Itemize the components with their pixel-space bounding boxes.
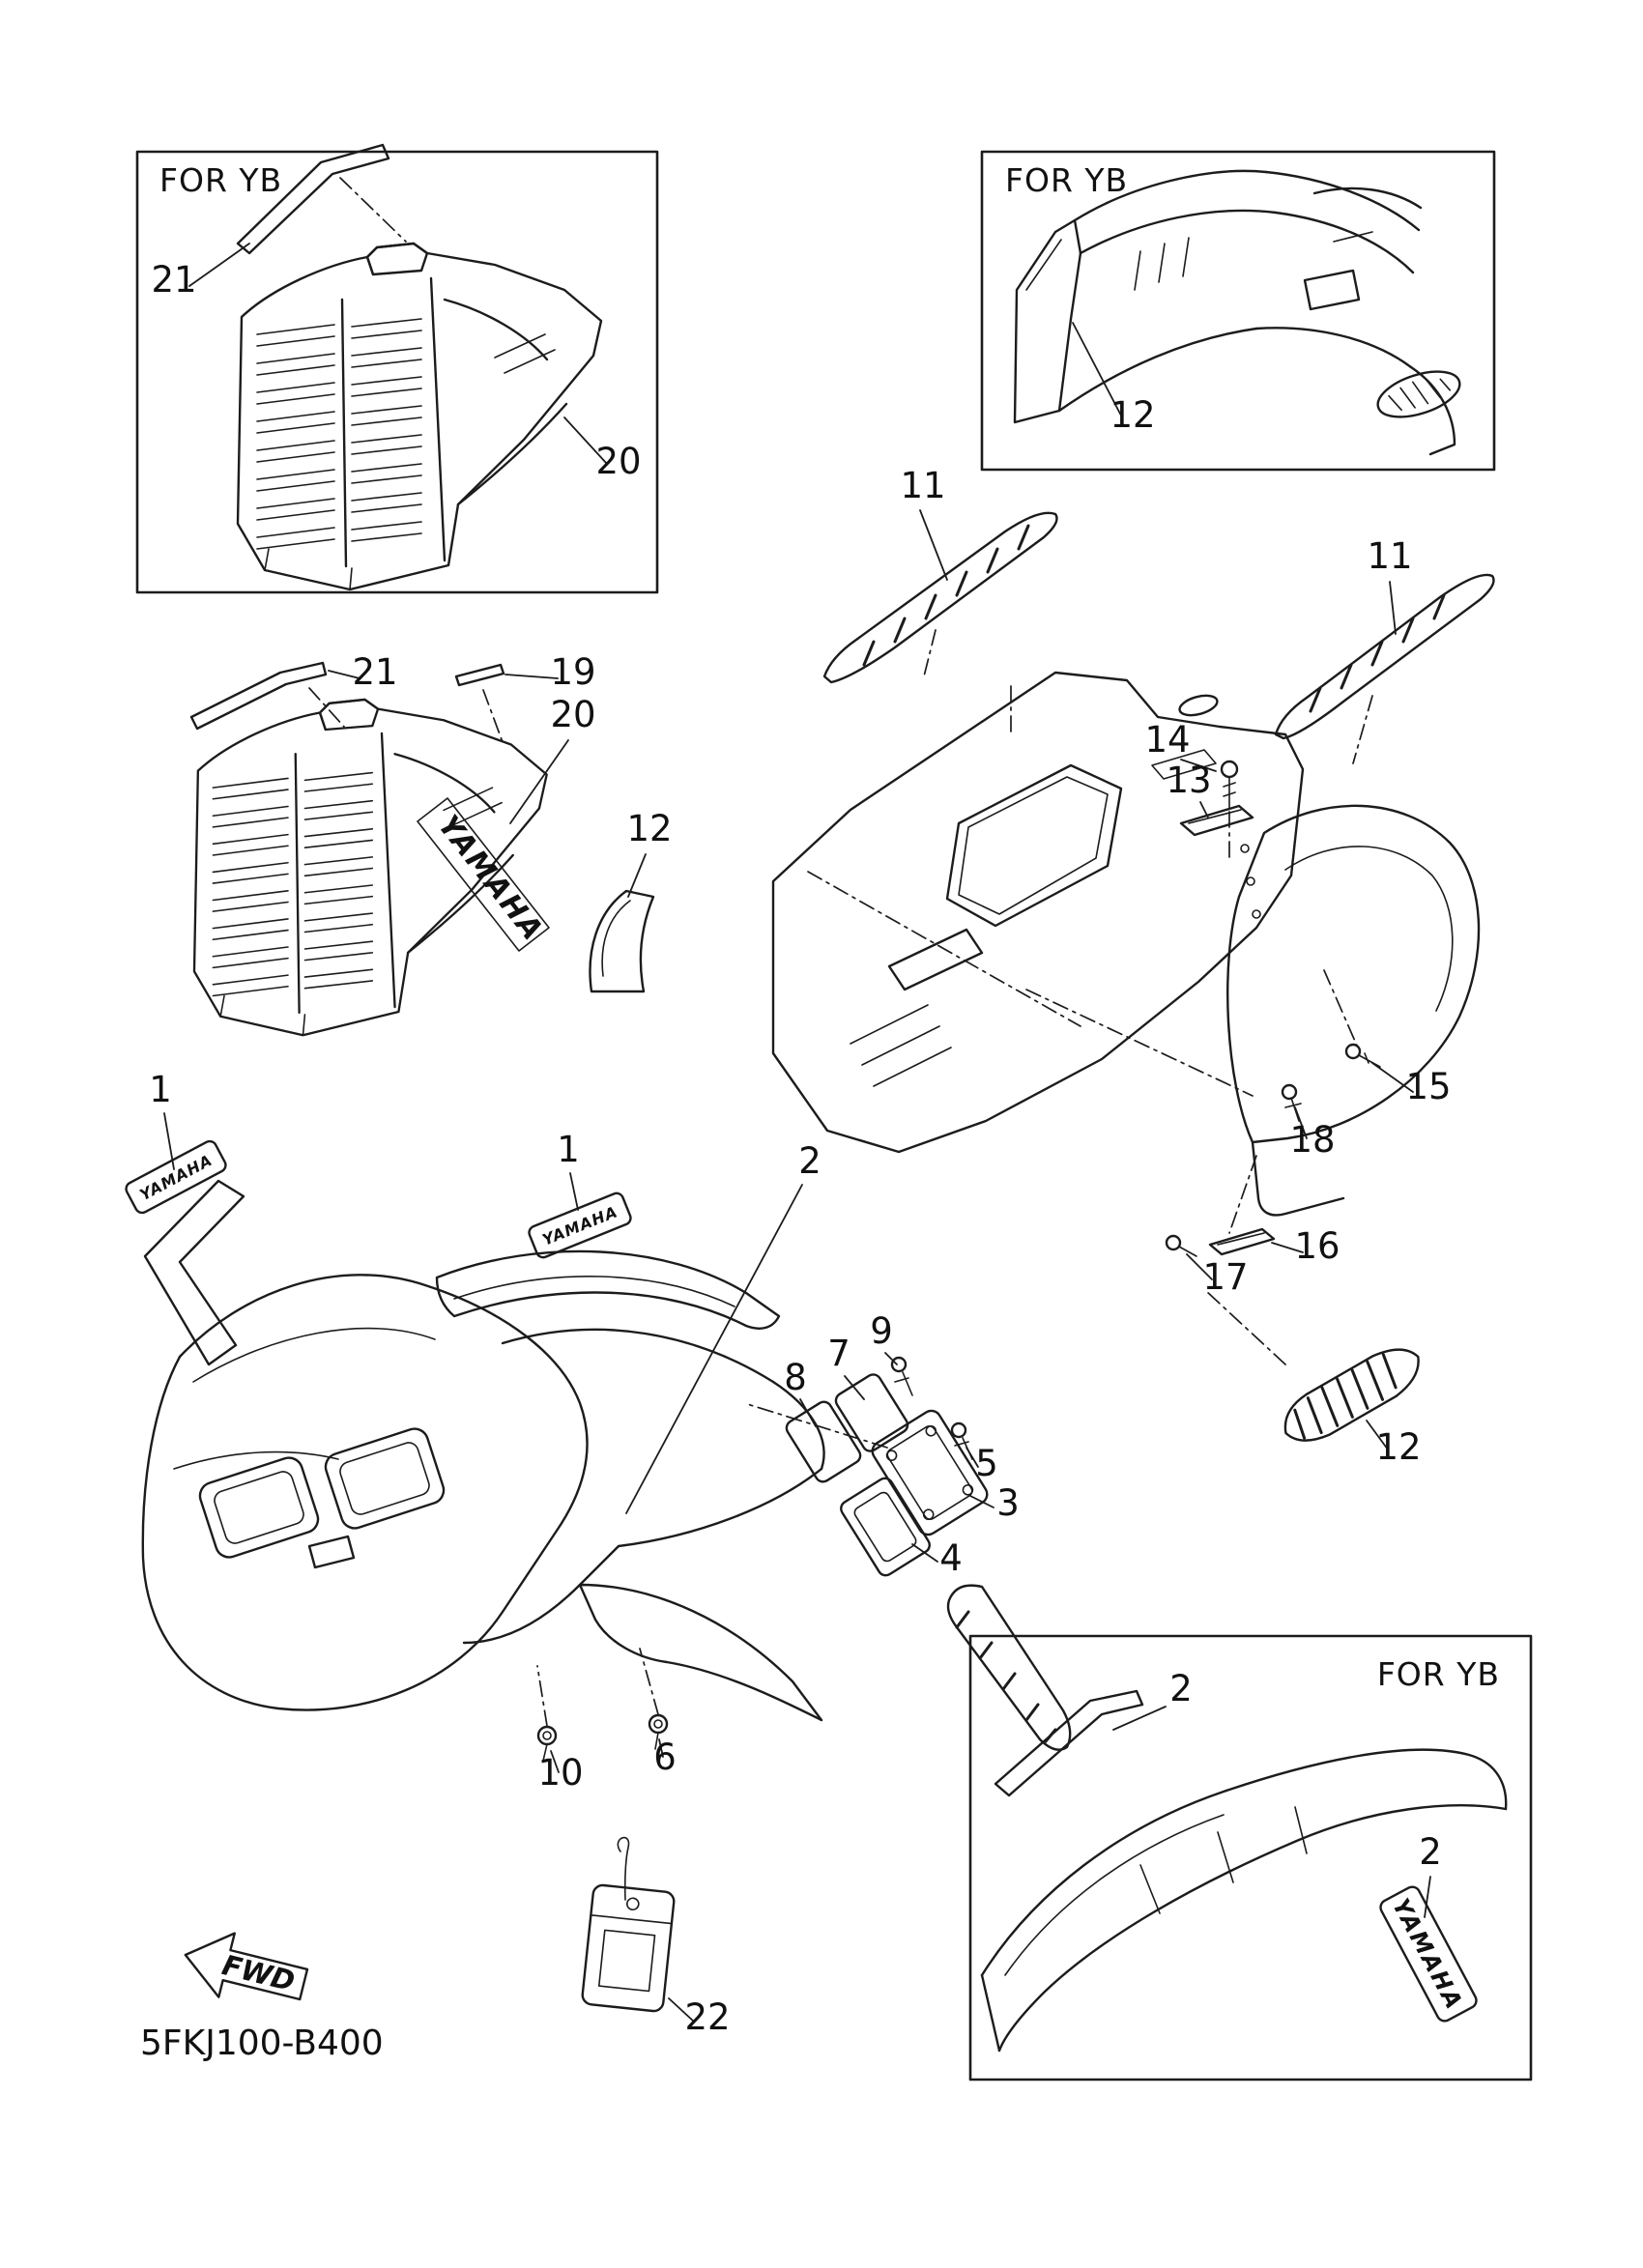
callout-19: 19 [550,651,595,693]
callout-6: 6 [653,1737,677,1778]
front-grille-assembly: YAMAHA [189,661,569,1037]
callout-2-c: 2 [1419,1831,1442,1873]
plate-part-13 [1179,804,1254,837]
callout-20-a: 20 [595,441,641,482]
callout-8: 8 [784,1357,807,1398]
plate-part-16 [1208,1227,1276,1256]
fwd-label: FWD [219,1948,299,1997]
yamaha-badge-left: YAMAHA [125,1139,227,1215]
yamaha-decal-inset: YAMAHA [1379,1885,1478,2023]
plate-part-4 [840,1477,931,1577]
front-fender-body [141,1274,589,1711]
bolt-part-15 [1344,1043,1381,1068]
sticker-part-19 [454,663,505,687]
callout-2-a: 2 [798,1140,822,1182]
inset-box-bottom-right: FOR YB YAMAHA [968,1634,1533,2081]
rear-carrier-panel [771,671,1305,1154]
callout-2-b: 2 [1169,1668,1193,1709]
callout-9: 9 [870,1310,893,1352]
callout-12-c: 12 [1375,1426,1421,1468]
graphic-decal-11-left [822,511,1058,684]
callout-11-a: 11 [900,465,945,506]
emblem-decal-12 [1283,1348,1420,1442]
inset-top-right-label: FOR YB [1005,161,1128,199]
side-panel-part-12 [589,853,655,993]
callout-1-b: 1 [557,1129,580,1170]
callout-4: 4 [939,1537,963,1579]
plate-part-7 [834,1373,909,1452]
fender-mid-panel [462,1328,825,1722]
stripe-decal-21-mid [189,661,328,731]
plate-part-3 [871,1409,989,1536]
callout-20-b: 20 [550,694,595,735]
emblem-decal-inset [1376,370,1461,418]
stripe-decal-21-inset [236,143,390,255]
callout-7: 7 [827,1333,850,1374]
screw-part-17 [1165,1234,1197,1257]
yamaha-decal-grille-text: YAMAHA [431,809,550,948]
bolt-part-6 [648,1713,669,1750]
callout-14: 14 [1144,719,1190,761]
rear-fender-inset [980,1748,1508,2053]
rear-fender-right [1226,804,1481,1217]
callout-1-a: 1 [149,1069,172,1110]
plate-part-8 [785,1400,862,1483]
callout-21-a: 21 [151,259,196,301]
callout-3: 3 [996,1482,1020,1524]
yamaha-badge-center: YAMAHA [528,1191,632,1259]
fender-top-rail [435,1249,781,1330]
callout-21-b: 21 [352,651,397,693]
callout-12-b: 12 [626,808,672,849]
callout-13: 13 [1166,760,1211,801]
callout-18: 18 [1289,1119,1335,1161]
callout-15: 15 [1405,1066,1451,1107]
chevron-stripe-decal [143,1179,245,1366]
callout-12-a: 12 [1110,394,1155,436]
callout-22: 22 [684,1996,730,2038]
callout-11-b: 11 [1367,535,1412,577]
graphic-decal-11-right [1274,573,1495,740]
callout-10: 10 [537,1752,583,1794]
front-fender-assembly: YAMAHA YAMAHA [125,1112,1420,1773]
bolt-part-10 [536,1725,558,1762]
rear-body-assembly [771,509,1495,1280]
side-panel-part-12-inset [1013,218,1082,424]
hang-tag-part-22 [581,1836,695,2023]
callout-17: 17 [1202,1256,1248,1298]
fwd-arrow: FWD [184,1932,309,2001]
callout-labels: 21 20 12 21 19 20 12 11 11 14 13 15 18 1… [149,259,1451,2038]
inset-box-top-left: FOR YB [135,143,659,594]
callout-5: 5 [975,1443,998,1484]
screw-part-9 [890,1356,913,1396]
diagram-code: 5FKJ100-B400 [140,2024,384,2063]
graphic-decal-2-inset [994,1689,1144,1797]
screw-part-14 [1220,760,1239,809]
inset-top-left-label: FOR YB [159,161,282,199]
front-grille-part-inset [236,242,603,591]
body-cover-inset [1057,169,1456,456]
inset-bottom-right-label: FOR YB [1377,1655,1500,1693]
striped-blade-decal [946,1584,1072,1751]
inset-box-top-right: FOR YB [980,150,1496,472]
callout-16: 16 [1294,1225,1340,1267]
